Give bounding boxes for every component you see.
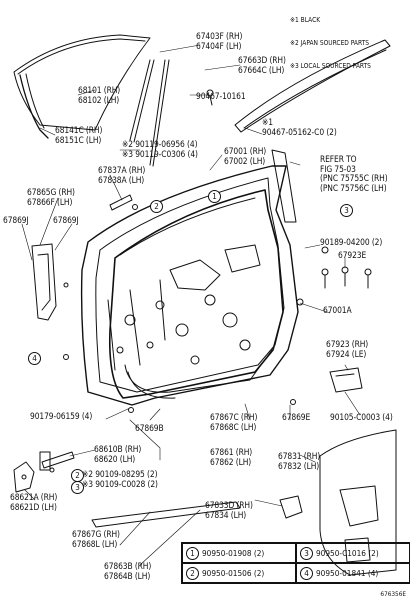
door-hinge — [13, 461, 35, 493]
label-67923: 67923 (RH) 67924 (LE) — [326, 339, 369, 359]
label-67863b: 67863B (RH) 67864B (LH) — [104, 561, 152, 581]
key-part: 90950-01908 (2) — [202, 548, 265, 558]
label-90119: ※2 90119-06956 (4) ※3 90119-C0306 (4) — [122, 139, 198, 159]
label-67867g: 67867G (RH) 67868L (LH) — [72, 529, 120, 549]
label-67663d: 67663D (RH) 67664C (LH) — [238, 55, 286, 75]
label-67403f: 67403F (RH) 67404F (LH) — [196, 31, 243, 51]
key-part: 90950-01841 (4) — [316, 568, 379, 578]
label-90179: 90179-06159 (4) — [30, 411, 93, 421]
key-number: 1 — [186, 546, 199, 560]
label-68621a: 68621A (RH) 68621D (LH) — [10, 492, 58, 512]
label-90109: ※2 90109-08295 (2) ※3 90109-C0028 (2) — [82, 469, 158, 489]
label-90105: 90105-C0003 (4) — [330, 412, 393, 422]
label-68101: 68101 (RH) 68102 (LH) — [78, 85, 121, 105]
door-panel — [80, 165, 299, 406]
label-67833d: 67833D (RH) 67834 (LH) — [205, 500, 253, 520]
label-67831: 67831 (RH) 67832 (LH) — [278, 451, 321, 471]
label-67867c: 67867C (RH) 67868C (LH) — [210, 412, 258, 432]
label-67869j-right: 67869J — [53, 215, 79, 225]
key-number: 3 — [300, 546, 313, 560]
door-check — [39, 451, 75, 471]
legend-item: ※3 LOCAL SOURCED PARTS — [290, 61, 371, 70]
label-90467-05162: ※1 90467-05162-C0 (2) — [262, 117, 337, 137]
legend-item: ※1 BLACK — [290, 16, 321, 25]
door-glass — [13, 34, 151, 131]
callout-4: 4 — [28, 352, 41, 365]
key-cell: 3 90950-C1016 (2) — [296, 543, 410, 563]
label-67837a: 67837A (RH) 67838A (LH) — [98, 165, 146, 185]
label-67923e: 67923E — [338, 250, 367, 260]
label-67001: 67001 (RH) 67002 (LH) — [224, 146, 267, 166]
callout-1: 1 — [208, 190, 221, 203]
fastener-key-table: 1 90950-01908 (2) 3 90950-C1016 (2) 2 90… — [181, 542, 410, 584]
callout-3-lower: 3 — [71, 481, 84, 494]
outer-handle-panel — [31, 243, 57, 321]
key-part: 90950-01506 (2) — [202, 568, 265, 578]
key-cell: 2 90950-01506 (2) — [182, 563, 296, 583]
key-number: 4 — [300, 566, 313, 580]
label-refer-fig: REFER TO FIG 75-03 (PNC 75755C (RH) (PNC… — [320, 154, 388, 193]
label-90189: 90189-04200 (2) — [320, 237, 383, 247]
lower-molding — [91, 501, 241, 528]
label-68610b: 68610B (RH) 68620 (LH) — [94, 444, 142, 464]
label-90467-10161: 90467-10161 — [196, 91, 246, 101]
belt-molding — [129, 59, 155, 143]
diagram-stamp: 676356E — [380, 590, 406, 598]
key-cell: 4 90950-01841 (4) — [296, 563, 410, 583]
label-67869b: 67869B — [135, 423, 164, 433]
leader-lines — [21, 44, 361, 566]
callout-3: 3 — [340, 204, 353, 217]
legend: ※1 BLACK ※2 JAPAN SOURCED PARTS ※3 LOCAL… — [290, 2, 371, 78]
callout-2: 2 — [150, 200, 163, 213]
label-67001a: 67001A — [323, 305, 352, 315]
glass-run-channel — [19, 74, 49, 139]
door-trim-panel — [319, 429, 397, 576]
label-67869j-left: 67869J — [3, 215, 29, 225]
label-68141c: 68141C (RH) 68151C (LH) — [55, 125, 103, 145]
legend-item: ※2 JAPAN SOURCED PARTS — [290, 38, 370, 47]
label-67861: 67861 (RH) 67862 (LH) — [210, 447, 253, 467]
key-part: 90950-C1016 (2) — [316, 548, 379, 558]
label-67865g: 67865G (RH) 67866F (LH) — [27, 187, 75, 207]
key-number: 2 — [186, 566, 199, 580]
frame-molding — [234, 39, 391, 133]
key-cell: 1 90950-01908 (2) — [182, 543, 296, 563]
door-weatherstrip — [108, 189, 284, 399]
label-67869e: 67869E — [282, 412, 311, 422]
